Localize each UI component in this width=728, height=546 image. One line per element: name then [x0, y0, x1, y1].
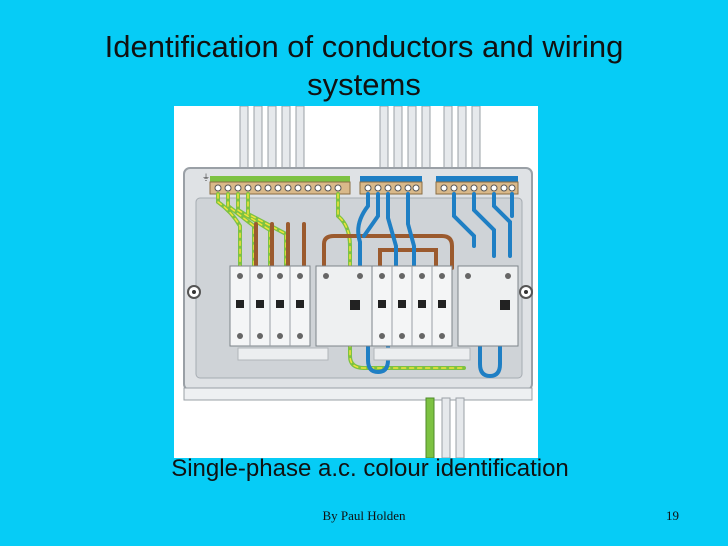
- mcb-row-middle: [371, 265, 453, 347]
- neutral-terminal-bar-1: [359, 176, 423, 195]
- earth-terminal-bar: [209, 176, 351, 195]
- enclosure-base: [183, 387, 533, 401]
- label-panel-right: [373, 347, 471, 361]
- main-switch-rcd: [315, 265, 373, 347]
- footer-author: By Paul Holden: [322, 508, 406, 523]
- neutral-conductors: [356, 192, 514, 379]
- earth-symbol-icon: ⏚: [202, 173, 210, 182]
- mcb-row-left: [229, 265, 311, 347]
- page-number: 19: [666, 508, 679, 523]
- title-line-1: Identification of conductors and wiring: [104, 29, 624, 64]
- diagram-caption: Single-phase a.c. colour identification: [171, 455, 569, 482]
- outgoing-cables-bottom: [425, 397, 465, 459]
- mounting-screw-icon: [187, 285, 533, 299]
- incoming-cables-top: [239, 105, 481, 169]
- consumer-unit-diagram: ⏚: [174, 105, 538, 459]
- title-line-2: systems: [307, 67, 421, 102]
- slide-title: Identification of conductors and wiring …: [0, 28, 728, 104]
- neutral-terminal-bar-2: [435, 176, 519, 195]
- live-conductors: [254, 222, 454, 270]
- label-panel-left: [237, 347, 329, 361]
- rcd-right: [457, 265, 519, 347]
- wiring-diagram-svg: ⏚: [183, 105, 533, 459]
